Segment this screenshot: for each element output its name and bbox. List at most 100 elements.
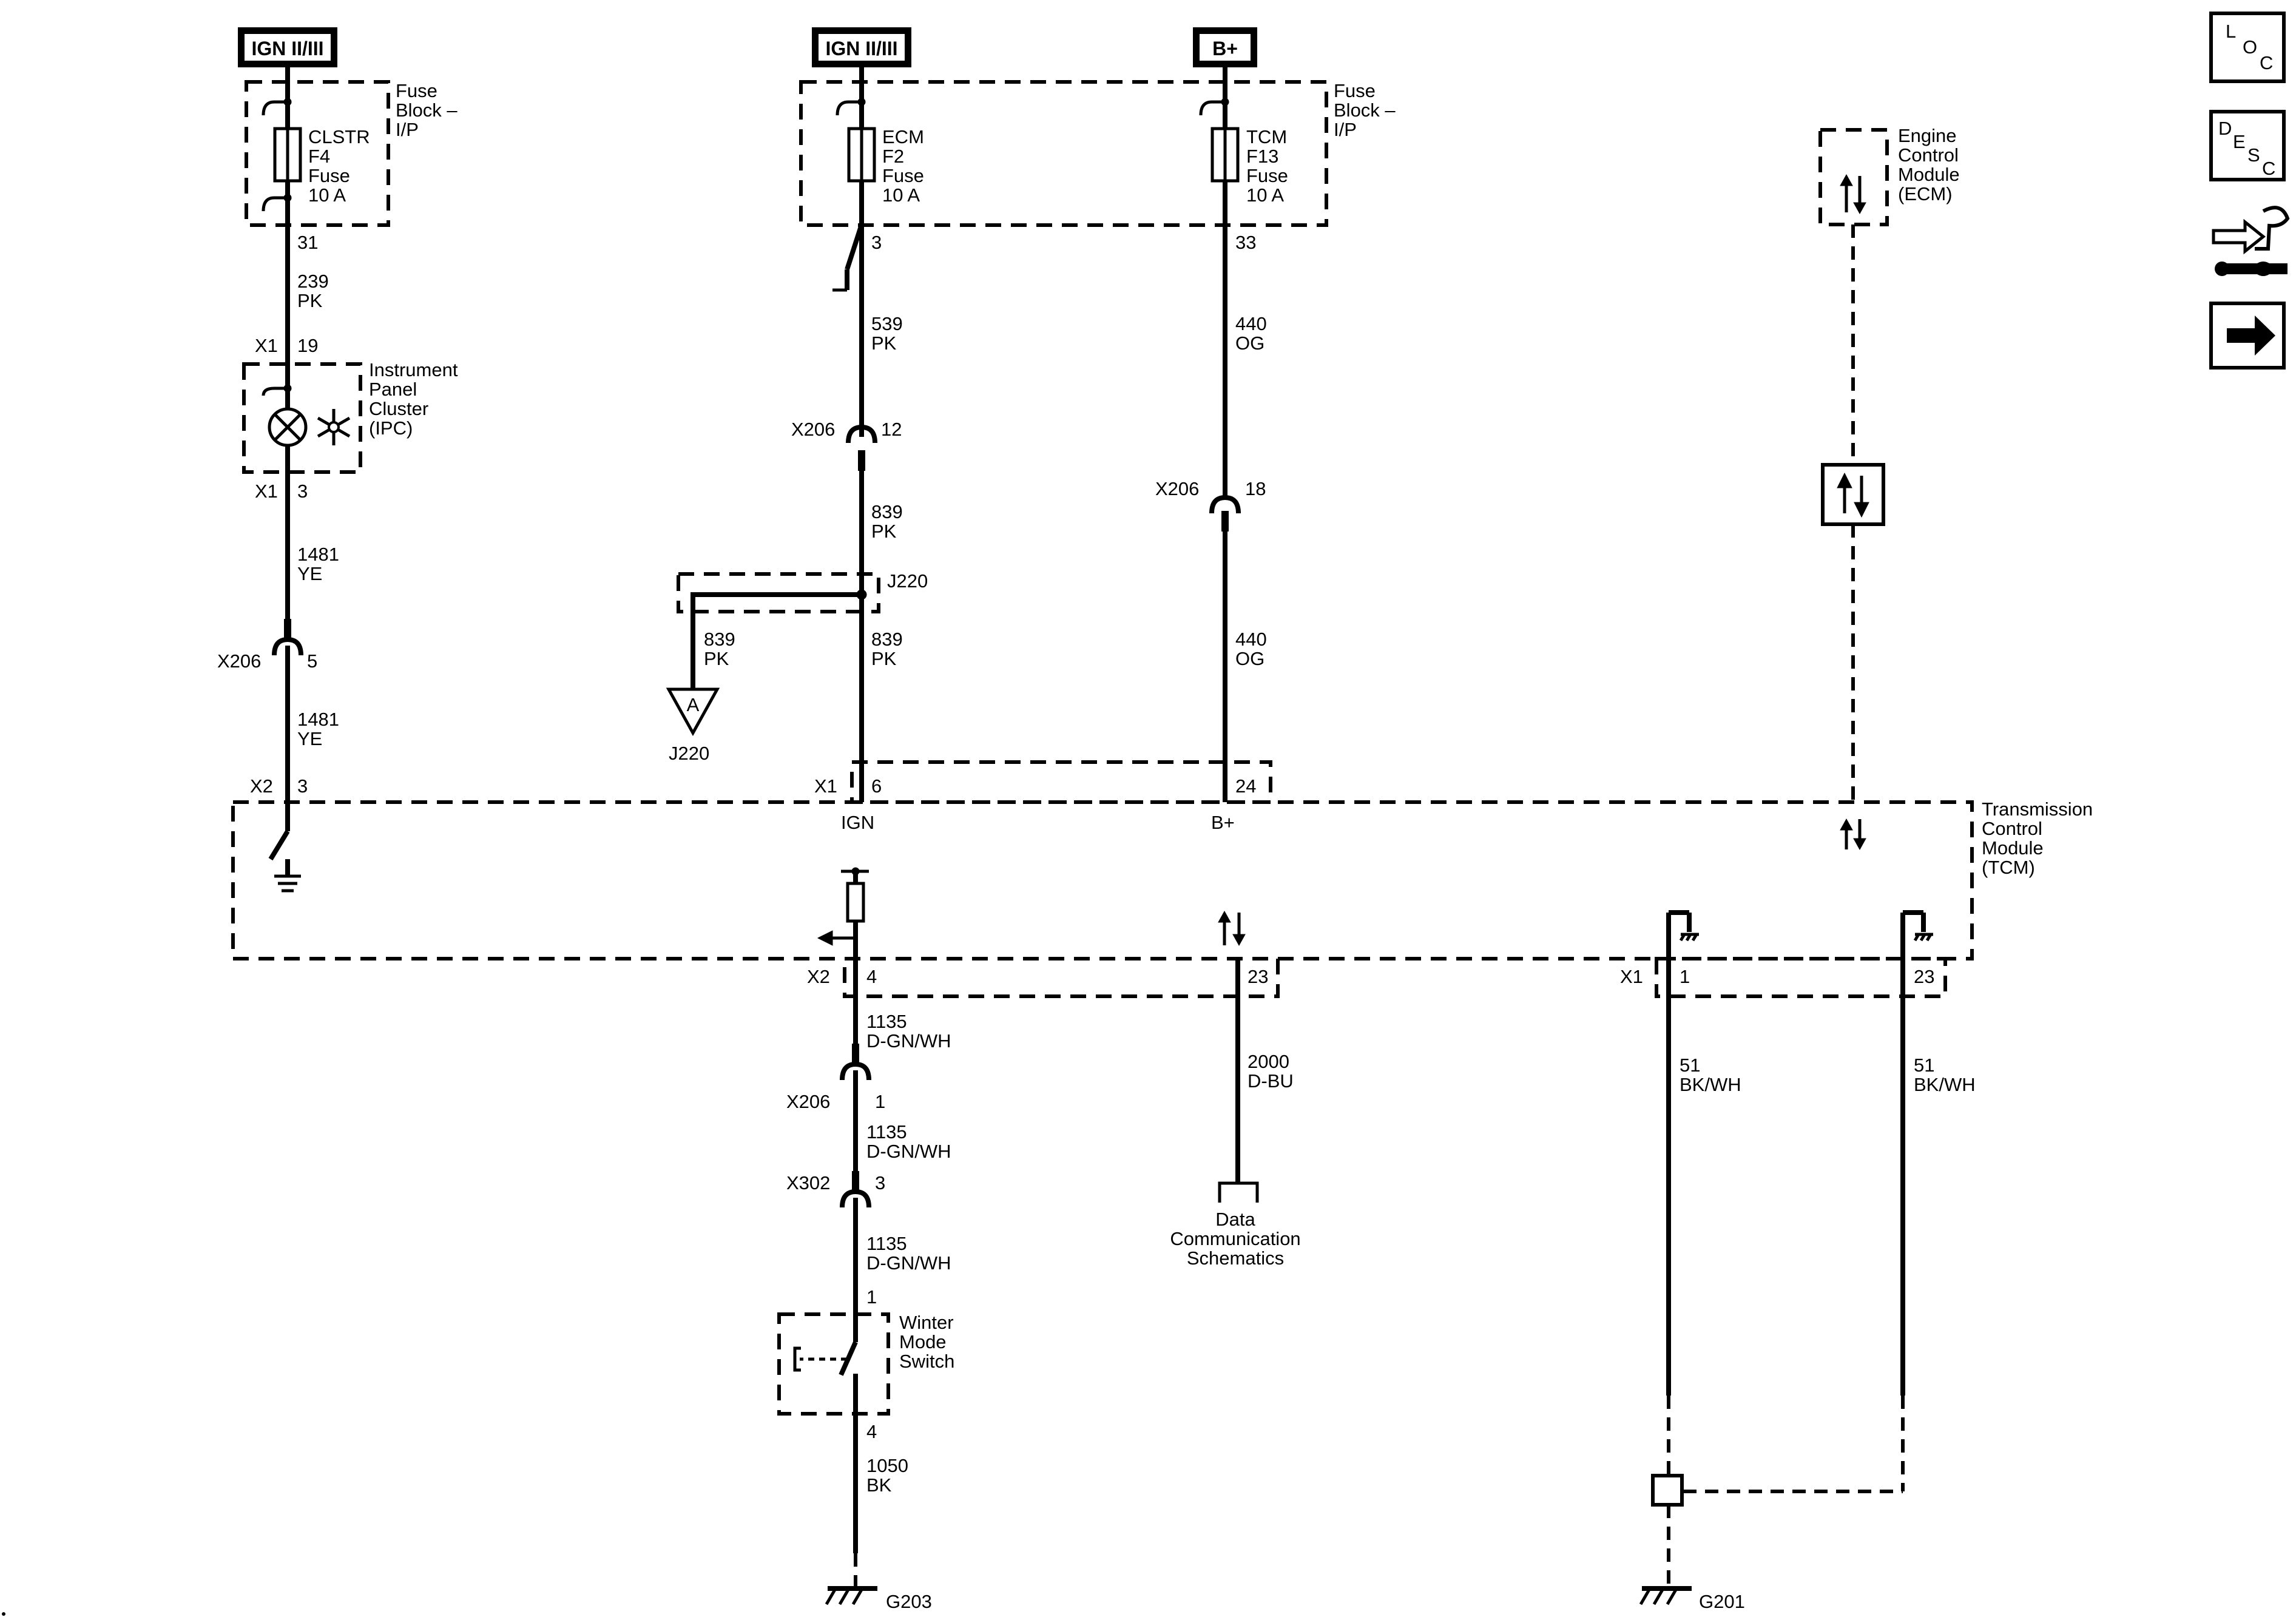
ecm-fuse-rating: 10 A [882, 184, 920, 206]
svg-text:L: L [2226, 21, 2236, 42]
winter-switch-pin4: 4 [866, 1421, 877, 1442]
ground-g203-label: G203 [886, 1591, 932, 1612]
x206-label-pin12: X206 [791, 419, 835, 440]
wire-1135-a-color: D-GN/WH [866, 1030, 951, 1052]
ecm-fuse-name: ECM [882, 126, 924, 147]
clstr-fuse-type: Fuse [308, 165, 350, 186]
ipc-out-pin: 3 [297, 481, 308, 502]
ipc-indicator-lamp [262, 364, 308, 472]
internal-ground-icon [268, 829, 301, 893]
x206-pin-1: 1 [875, 1091, 885, 1112]
wire-1050-circuit: 1050 [866, 1455, 908, 1476]
pin-31: 31 [297, 232, 318, 253]
wire-839-branch-color: PK [704, 648, 729, 669]
data-comm-terminator [1218, 1181, 1259, 1203]
tcm-data-bidirectional-icon [1218, 910, 1246, 947]
wire-1481-a-color: YE [297, 563, 322, 584]
wire-539-circuit: 539 [871, 313, 903, 334]
x206-label-pin18: X206 [1155, 478, 1199, 499]
wire-839-b-color: PK [871, 648, 897, 669]
wire-2000-circuit: 2000 [1248, 1051, 1289, 1072]
tcm-bplus-input-label: B+ [1211, 812, 1235, 833]
loc-icon[interactable]: L O C [2209, 12, 2286, 83]
fuse-block-left-outline [245, 80, 390, 227]
fuse-block-right-label-3: I/P [1334, 119, 1357, 140]
tcm-x1-lower-connector-outline [1655, 957, 1947, 998]
tcm-x1-pin6: 6 [871, 775, 882, 797]
wire-839-circuit: 839 [871, 501, 903, 522]
tcm-ground-internal-b [1900, 910, 1933, 959]
tcm-label-2: Control [1982, 818, 2042, 839]
tcm-fuse-id: F13 [1246, 146, 1278, 167]
tcm-x1-pin24: 24 [1235, 775, 1256, 797]
ecm-fuse-output-jumper [832, 223, 864, 437]
data-comm-label-2: Communication [1170, 1228, 1300, 1249]
next-arrow-icon[interactable] [2209, 302, 2286, 370]
tcm-serial-bidirectional-icon [1840, 818, 1866, 851]
wire-1481-b-color: YE [297, 728, 322, 749]
x302-label: X302 [786, 1172, 830, 1193]
x206-label-pin5: X206 [217, 650, 261, 672]
pin-3-ecm-fuse: 3 [871, 232, 882, 253]
ecm-fuse-id: F2 [882, 146, 904, 167]
tcm-x2-pin23: 23 [1248, 966, 1268, 987]
svg-text:D: D [2218, 118, 2232, 139]
corner-mark [2, 1612, 5, 1616]
wire-1135-c-color: D-GN/WH [866, 1252, 951, 1274]
svg-text:C: C [2262, 158, 2275, 179]
ecm-label-4: (ECM) [1898, 183, 1953, 204]
wire-1050-color: BK [866, 1474, 892, 1496]
fuse-block-left-label: Fuse [396, 80, 437, 101]
tcm-x1-pin1: 1 [1680, 966, 1690, 987]
ground-g203-icon [825, 1586, 877, 1605]
tcm-x2-pin4: 4 [866, 966, 877, 987]
x206-pin-18: 18 [1245, 478, 1266, 499]
clstr-fuse-rating: 10 A [308, 184, 346, 206]
wire-539-color: PK [871, 333, 897, 354]
wire-440-a-color: OG [1235, 333, 1264, 354]
ground-splice-block [1651, 1474, 1684, 1507]
fuse-block-left-label-2: Block – [396, 100, 458, 121]
wire-1135-c-circuit: 1135 [866, 1233, 907, 1254]
tcm-x2-lower-connector: X2 [807, 966, 830, 987]
tcm-x1-pin23: 23 [1914, 966, 1934, 987]
splice-j220-outline [677, 572, 880, 613]
winter-switch-label-3: Switch [899, 1351, 954, 1372]
wire-1135-b-circuit: 1135 [866, 1121, 907, 1143]
wire-839-b-circuit: 839 [871, 629, 903, 650]
wire-839-branch-circuit: 839 [704, 629, 735, 650]
tcm-x2-connector: X2 [250, 775, 273, 797]
svg-text:C: C [2260, 52, 2273, 73]
clstr-fuse [262, 67, 302, 232]
wire-440-a-circuit: 440 [1235, 313, 1267, 334]
tcm-x2-lower-connector-outline [843, 957, 1280, 998]
svg-text:B+: B+ [1212, 38, 1238, 59]
data-comm-label: Data [1215, 1209, 1255, 1230]
ign-left-supply-label: IGN II/III [238, 27, 337, 67]
ecm-label: Engine [1898, 125, 1957, 146]
wire-2000-color: D-BU [1248, 1070, 1294, 1092]
wire-239-circuit: 239 [297, 271, 329, 292]
wire-440-b-color: OG [1235, 648, 1264, 669]
wire-839-color: PK [871, 521, 897, 542]
ecm-module-outline [1818, 128, 1889, 226]
ipc-in-pin: 19 [297, 335, 318, 356]
desc-icon[interactable]: D E S C [2209, 110, 2286, 181]
x206-pin-5: 5 [307, 650, 317, 672]
winter-mode-switch-icon [793, 1314, 858, 1414]
data-comm-label-3: Schematics [1187, 1247, 1284, 1269]
svg-text:S: S [2247, 144, 2260, 166]
x206-connector-pin5 [272, 619, 303, 656]
tcm-ground-internal-a [1666, 910, 1699, 959]
tcm-x1-upper-connector-outline [850, 760, 1272, 804]
connector-tools-icon[interactable] [2212, 206, 2290, 276]
x302-connector-pin3 [840, 1171, 871, 1208]
winter-switch-pin1: 1 [866, 1286, 877, 1308]
offpage-reference-a: A [666, 687, 720, 737]
tcm-label-4: (TCM) [1982, 857, 2035, 878]
x206-connector-pin1 [840, 1044, 871, 1081]
wire-1481-b-circuit: 1481 [297, 709, 339, 730]
x302-pin-3: 3 [875, 1172, 885, 1193]
svg-text:IGN II/III: IGN II/III [251, 38, 323, 59]
